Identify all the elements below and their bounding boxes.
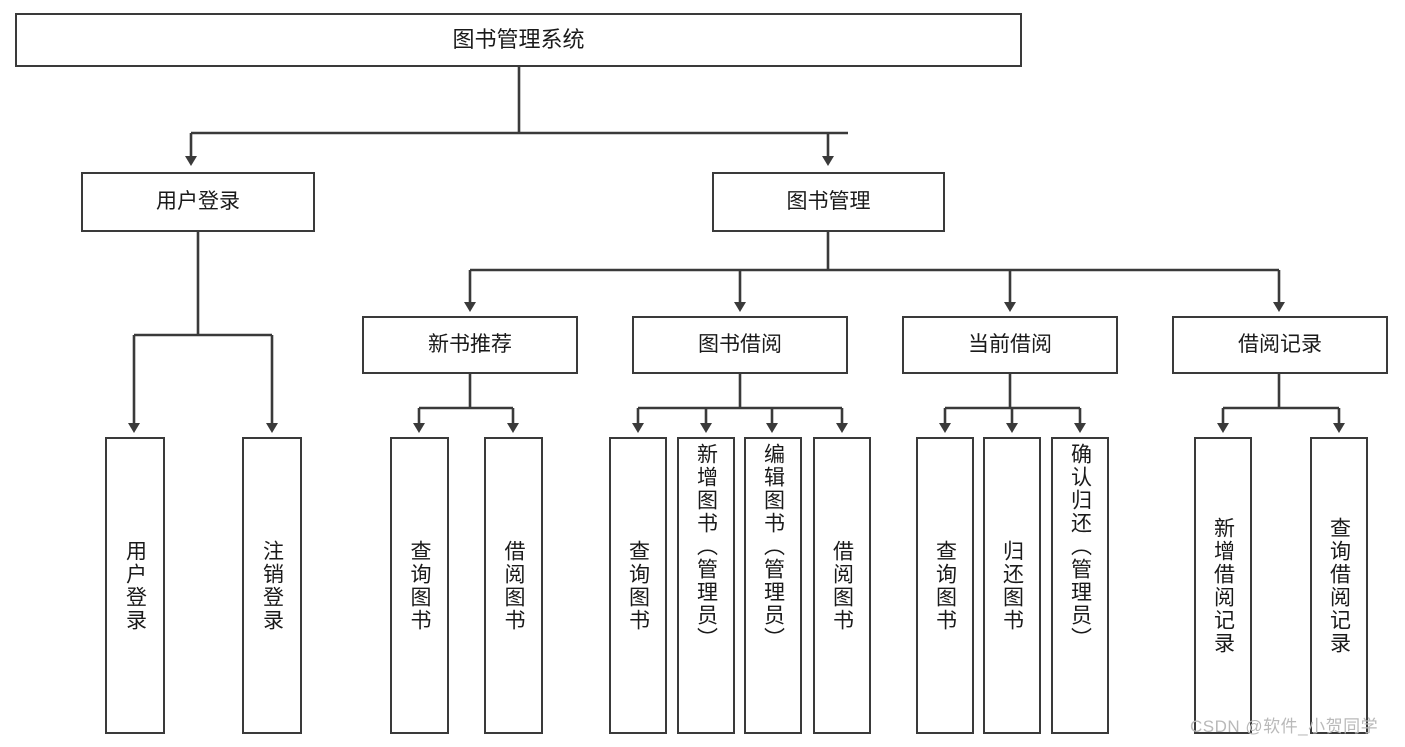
node-label: 用户登录 (123, 539, 147, 632)
node-leaf-confirm-return-admin[interactable]: 确认归还（管理员） (1051, 437, 1109, 734)
node-label: 借阅记录 (1238, 333, 1322, 357)
node-label: 借阅图书 (502, 539, 525, 632)
node-root-system[interactable]: 图书管理系统 (15, 13, 1022, 67)
node-leaf-return-book[interactable]: 归还图书 (983, 437, 1041, 734)
node-label: 用户登录 (156, 190, 240, 214)
node-label: 查询图书 (626, 539, 650, 632)
node-label: 当前借阅 (968, 333, 1052, 357)
node-label: 查询图书 (408, 539, 431, 632)
node-leaf-borrow-book[interactable]: 借阅图书 (813, 437, 871, 734)
node-leaf-query-book-borrow[interactable]: 查询图书 (609, 437, 667, 734)
node-label: 图书借阅 (698, 333, 782, 357)
node-book-management[interactable]: 图书管理 (712, 172, 945, 232)
node-leaf-query-book-recommend[interactable]: 查询图书 (390, 437, 449, 734)
node-label: 查询借阅记录 (1327, 516, 1351, 655)
node-leaf-query-borrow-record[interactable]: 查询借阅记录 (1310, 437, 1368, 734)
node-label: 图书管理 (786, 190, 871, 214)
node-label: 图书管理系统 (452, 26, 585, 52)
node-leaf-edit-book-admin[interactable]: 编辑图书（管理员） (744, 437, 802, 734)
node-label: 新书推荐 (428, 333, 512, 357)
node-leaf-borrow-book-recommend[interactable]: 借阅图书 (484, 437, 543, 734)
node-leaf-add-book-admin[interactable]: 新增图书（管理员） (677, 437, 735, 734)
node-current-borrow[interactable]: 当前借阅 (902, 316, 1118, 374)
node-label: 确认归还（管理员） (1068, 443, 1092, 650)
node-leaf-user-login[interactable]: 用户登录 (105, 437, 165, 734)
node-label: 归还图书 (1000, 539, 1024, 632)
node-label: 编辑图书（管理员） (761, 443, 785, 650)
node-label: 注销登录 (260, 539, 284, 632)
node-leaf-query-book-current[interactable]: 查询图书 (916, 437, 974, 734)
node-leaf-add-borrow-record[interactable]: 新增借阅记录 (1194, 437, 1252, 734)
node-label: 借阅图书 (830, 539, 854, 632)
node-book-borrow[interactable]: 图书借阅 (632, 316, 848, 374)
node-label: 新增图书（管理员） (694, 443, 718, 650)
node-leaf-logout[interactable]: 注销登录 (242, 437, 302, 734)
watermark-text: CSDN @软件_小贺同学 (1190, 717, 1379, 736)
node-label: 新增借阅记录 (1211, 516, 1235, 655)
node-user-login[interactable]: 用户登录 (81, 172, 315, 232)
node-label: 查询图书 (933, 539, 957, 632)
node-new-book-recommend[interactable]: 新书推荐 (362, 316, 578, 374)
node-borrow-record[interactable]: 借阅记录 (1172, 316, 1388, 374)
